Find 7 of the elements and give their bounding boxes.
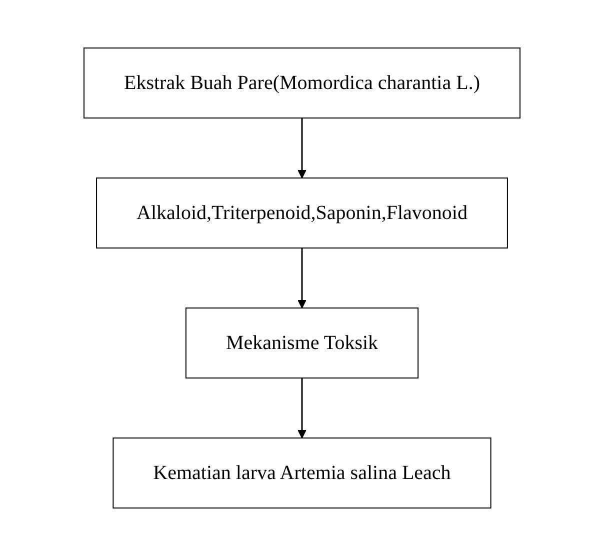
node-box: Ekstrak Buah Pare(Momordica charantia L.) xyxy=(83,47,520,118)
arrow xyxy=(297,248,306,308)
node-box: Kematian larva Artemia salina Leach xyxy=(112,437,491,508)
node-box: Alkaloid,Triterpenoid,Saponin,Flavonoid xyxy=(96,177,508,248)
node-box: Mekanisme Toksik xyxy=(184,307,418,378)
arrow xyxy=(297,378,306,438)
arrow xyxy=(297,118,306,178)
